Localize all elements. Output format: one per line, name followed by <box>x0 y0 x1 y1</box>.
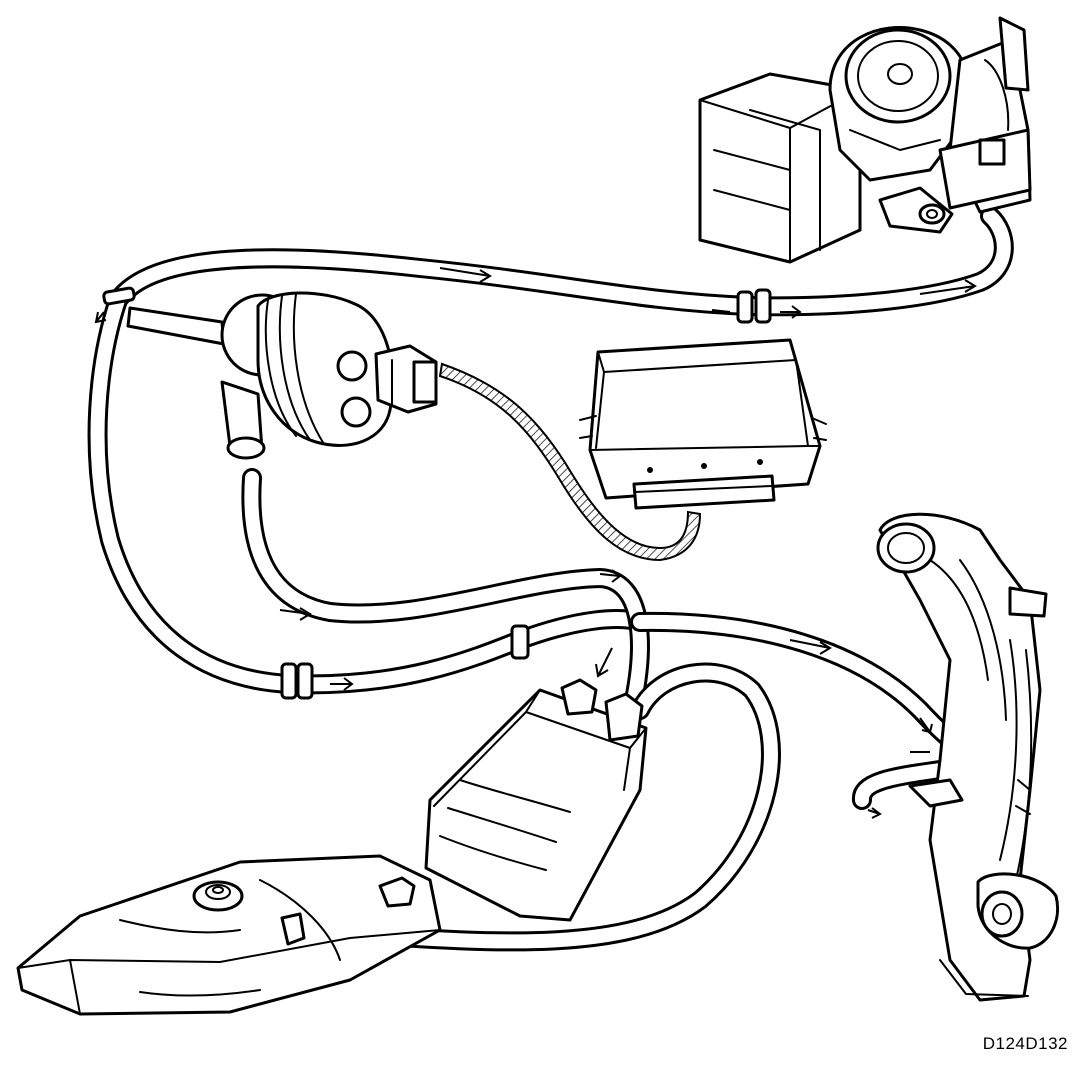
electrical-harness <box>438 362 702 562</box>
hose-to-filler-neck <box>630 611 982 762</box>
hose-connector-top <box>736 288 772 324</box>
hose-canister-to-tank <box>280 662 781 952</box>
filler-neck-icon <box>876 512 1059 1002</box>
hose-left-loop <box>87 290 650 695</box>
hose-connector-bottom-left <box>280 662 314 700</box>
solenoid-valve-icon <box>126 291 438 460</box>
canister-icon <box>424 678 648 922</box>
fuel-tank-icon <box>16 854 442 1016</box>
hose-connector-left-top <box>102 286 136 306</box>
hose-throttle-to-valve <box>108 206 1014 317</box>
ecu-icon <box>579 338 827 510</box>
hose-connector-middle <box>510 624 530 660</box>
diagram-reference-code: D124D132 <box>982 1034 1068 1053</box>
hose-valve-to-canister <box>241 468 650 710</box>
throttle-body-icon <box>698 16 1032 264</box>
